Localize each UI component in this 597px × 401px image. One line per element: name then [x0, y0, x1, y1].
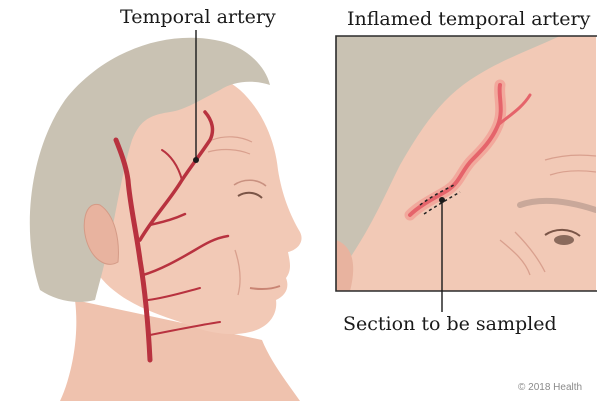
- temporal-artery-label: Temporal artery: [120, 6, 276, 28]
- closeup-panel: [336, 36, 597, 312]
- copyright-text: © 2018 Health: [518, 382, 582, 393]
- temporal-artery-pointer: [193, 157, 199, 163]
- section-pointer: [439, 197, 445, 203]
- inflamed-temporal-artery-label: Inflamed temporal artery: [347, 8, 590, 30]
- section-to-be-sampled-label: Section to be sampled: [343, 313, 557, 335]
- head-profile: [30, 30, 302, 401]
